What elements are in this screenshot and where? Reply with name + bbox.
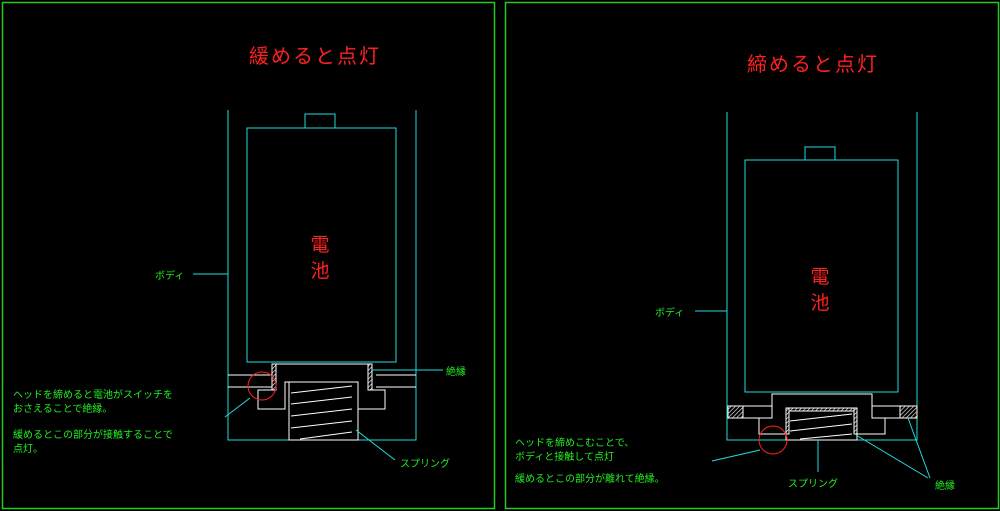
left-panel-frame	[1, 1, 496, 510]
left-battery-label-1: 電	[310, 234, 330, 256]
right-title: 締めると点灯	[747, 52, 879, 76]
note-line: ヘッドを締めこむことで、	[515, 438, 635, 449]
right-battery-label-1: 電	[810, 266, 830, 288]
right-note-2: 緩めるとこの部分が離れて絶縁。	[515, 473, 665, 487]
right-insulator-right	[899, 405, 918, 419]
left-note-2: 緩めるとこの部分が接触することで 点灯。	[13, 429, 173, 457]
right-insulation-label: 絶縁	[935, 481, 955, 492]
note-line: ボディと接触して点灯	[515, 452, 614, 463]
left-body-label: ボディ	[155, 271, 185, 282]
note-line: ヘッドを締めると電池がスイッチを	[13, 390, 173, 401]
right-note-1: ヘッドを締めこむことで、 ボディと接触して点灯	[515, 437, 634, 465]
right-head	[771, 393, 873, 406]
note-line: 点灯。	[13, 444, 43, 455]
note-line: おさえることで絶縁。	[13, 404, 113, 415]
note-line: 緩めるとこの部分が接触することで	[13, 430, 173, 441]
right-panel-frame	[504, 1, 1000, 510]
left-contact-highlight	[247, 371, 277, 401]
right-battery	[744, 159, 899, 393]
left-flashlight-section	[193, 110, 443, 461]
left-head	[257, 381, 386, 410]
left-title: 緩めると点灯	[249, 44, 381, 68]
right-insulator-left	[727, 405, 744, 419]
right-contact-highlight	[758, 425, 788, 455]
left-insulation-label: 絶縁	[446, 367, 466, 378]
right-battery-terminal	[804, 146, 836, 160]
left-insulator-right	[367, 363, 373, 391]
right-battery-label-2: 池	[810, 292, 830, 314]
left-battery-label-2: 池	[310, 260, 330, 282]
right-body-label: ボディ	[655, 308, 685, 319]
left-spring-label: スプリング	[400, 459, 450, 470]
right-spring-cup	[785, 407, 858, 441]
left-battery	[246, 127, 397, 363]
left-note-1: ヘッドを締めると電池がスイッチを おさえることで絶縁。	[13, 389, 173, 417]
right-flashlight-section	[695, 112, 931, 479]
left-battery-terminal	[304, 113, 336, 128]
right-spring-label: スプリング	[788, 479, 838, 490]
left-spring	[288, 381, 359, 441]
note-line: 緩めるとこの部分が離れて絶縁。	[515, 474, 665, 485]
